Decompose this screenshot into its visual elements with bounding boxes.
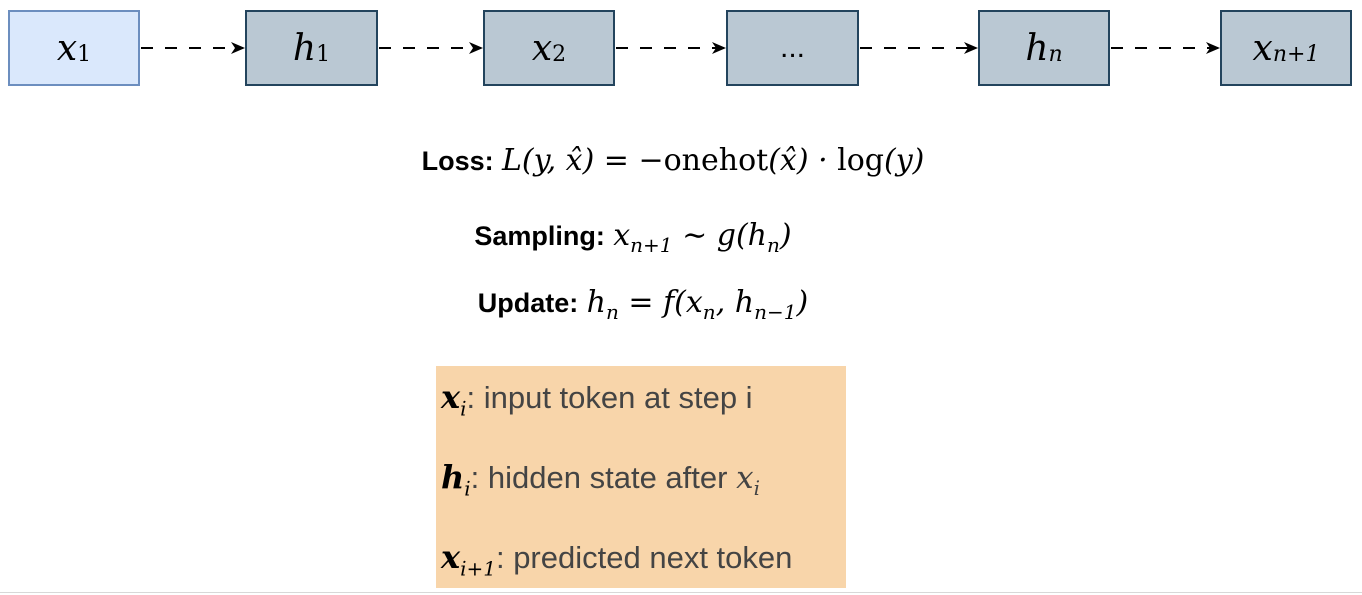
legend-item-predicted-text: : predicted next token <box>495 540 793 575</box>
sampling-sub2: n <box>767 233 780 257</box>
sampling-close: ) <box>779 218 792 253</box>
bottom-divider <box>0 592 1362 593</box>
node-h1-var: h <box>292 27 317 69</box>
sampling-var: x <box>613 218 631 253</box>
node-h1-sub: 1 <box>316 41 331 67</box>
node-hn-var: h <box>1025 27 1049 69</box>
node-x2-sub: 2 <box>552 41 567 67</box>
update-rel: = f(x <box>618 285 703 320</box>
update-comma: , h <box>715 285 755 320</box>
legend-item-input-text: : input token at step i <box>466 380 753 415</box>
legend-item-hidden-sub: i <box>464 476 471 501</box>
sampling-equation: Sampling: xn+1 ∼ g(hn) <box>0 218 1314 257</box>
update-label: Update: <box>477 288 579 318</box>
legend-item-hidden-tail-sub: i <box>753 476 760 501</box>
update-var: h <box>586 285 606 320</box>
node-x1-sub: 1 <box>77 41 92 67</box>
loss-op: −onehot <box>638 143 769 178</box>
loss-fn: log <box>837 143 885 178</box>
update-close: ) <box>796 285 809 320</box>
legend-item-hidden-text: : hidden state after <box>470 460 737 495</box>
node-hn-sub: n <box>1048 41 1063 67</box>
legend-item-hidden-tail-var: x <box>736 460 754 496</box>
update-sub2: n <box>702 300 716 324</box>
update-sub: n <box>605 300 619 324</box>
loss-label: Loss: <box>421 146 494 176</box>
update-sub3: n−1 <box>754 300 797 324</box>
update-equation: Update: hn = f(xn, hn−1) <box>0 285 1324 324</box>
legend-item-hidden: hi: hidden state after xi <box>441 458 760 500</box>
node-x2-var: x <box>531 27 553 69</box>
sampling-label: Sampling: <box>474 221 605 251</box>
sampling-rel: ∼ g(h <box>672 218 767 253</box>
legend-item-hidden-var: h <box>441 458 465 496</box>
legend-item-input-var: x <box>441 378 461 416</box>
node-xn1-sub: n+1 <box>1272 41 1320 67</box>
loss-equation: Loss: L(y, x̂) = −onehot(x̂) · log(y) <box>0 143 1354 178</box>
legend-item-input-sub: i <box>460 396 467 421</box>
node-ellipsis-text: ... <box>779 31 805 64</box>
sampling-sub: n+1 <box>630 233 673 257</box>
node-xn1-var: x <box>1252 27 1273 69</box>
legend-item-predicted: xi+1: predicted next token <box>441 538 792 580</box>
chain-arrows <box>141 42 1220 54</box>
legend-item-predicted-sub: i+1 <box>460 556 496 581</box>
legend-item-input: xi: input token at step i <box>441 378 753 420</box>
loss-mid: (x̂) · <box>768 143 838 178</box>
node-ellipsis: ... <box>726 10 859 86</box>
loss-end: (y) <box>884 143 925 178</box>
legend-box: xi: input token at step i hi: hidden sta… <box>436 366 846 588</box>
legend-item-predicted-var: x <box>441 538 461 576</box>
loss-lhs: L(y, x̂) = <box>501 143 639 178</box>
node-x1-var: x <box>56 27 78 69</box>
